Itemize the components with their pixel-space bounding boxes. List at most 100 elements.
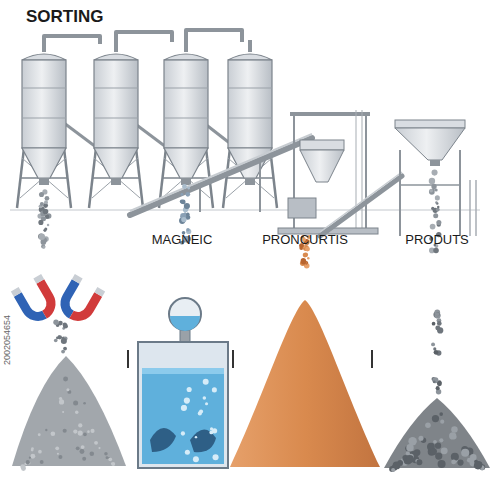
particle [104,452,107,455]
illustration-part [400,184,460,186]
particle [90,451,95,456]
particle [433,248,439,254]
product-pile [384,398,490,468]
particle [303,253,308,258]
particle [431,207,434,210]
illustration-part [365,116,367,232]
illustration-part [475,180,477,236]
particle [61,338,67,344]
particle [75,411,78,414]
particle [301,259,307,265]
illustration-part [170,316,200,331]
particle [436,312,440,316]
water-tank [138,298,228,468]
illustration-part [199,186,201,212]
particle [453,435,457,439]
particle [82,457,86,461]
particle [38,433,41,436]
particle [181,405,187,411]
particle [212,387,217,392]
particle [449,432,456,439]
particle [406,444,413,451]
illustration-part [223,54,277,208]
section-label: PRODUTS [405,233,469,247]
particle [439,412,443,416]
title: SORTING [26,8,103,27]
particle [433,440,437,444]
magnet [15,276,56,321]
particle [434,350,439,355]
illustration-part [142,368,224,374]
product-hopper [395,120,476,236]
particle [436,208,440,212]
particle [83,402,86,405]
particle [63,376,68,381]
particle [58,321,63,326]
particle [436,220,441,225]
particle [432,322,436,326]
particle [38,233,44,239]
particle [182,405,187,410]
particle [181,193,184,196]
particle [440,420,444,424]
particle [41,244,45,248]
illustration-part [130,134,312,211]
particle [58,455,62,459]
particle [203,396,207,400]
particle [63,324,68,329]
illustration-part [72,288,99,321]
particle [111,462,113,464]
illustration-part [18,288,45,321]
particle [438,460,446,468]
particle [441,447,448,454]
particle [98,447,100,449]
particle [391,468,395,472]
particle [94,441,98,445]
particle [56,336,59,339]
particle [87,430,90,433]
particle [181,217,186,222]
particle [43,209,49,215]
particle [63,429,67,433]
particle [461,449,469,457]
illustration-part [116,32,172,52]
particle [111,462,115,466]
particle [433,380,436,383]
particle [451,459,456,464]
particle [39,234,45,240]
particle [109,458,111,460]
particle [185,192,190,197]
particle [31,449,34,452]
particle [193,456,199,462]
particle [81,445,85,449]
particle [437,381,442,386]
particle [439,438,443,442]
illustration-part [142,368,224,464]
particle [44,230,46,232]
pipes [44,30,250,150]
illustration-part [430,160,440,166]
particle [303,252,308,257]
illustration-part [356,110,357,232]
particle [26,460,30,464]
particle [181,431,185,435]
illustration-part [60,281,87,314]
ground-line [10,210,480,211]
particle [205,402,208,405]
particle [199,409,203,413]
particle [213,454,219,460]
particle [416,459,422,465]
particle [29,457,31,459]
particle [90,429,94,433]
illustration-part [459,150,461,236]
particle [203,379,209,385]
particle [83,433,87,437]
particle [474,462,482,470]
particle [430,224,436,230]
illustration-part [130,138,312,215]
gravel-pile [12,356,126,466]
particle [73,400,78,405]
particle [62,411,64,413]
particle [431,342,435,346]
